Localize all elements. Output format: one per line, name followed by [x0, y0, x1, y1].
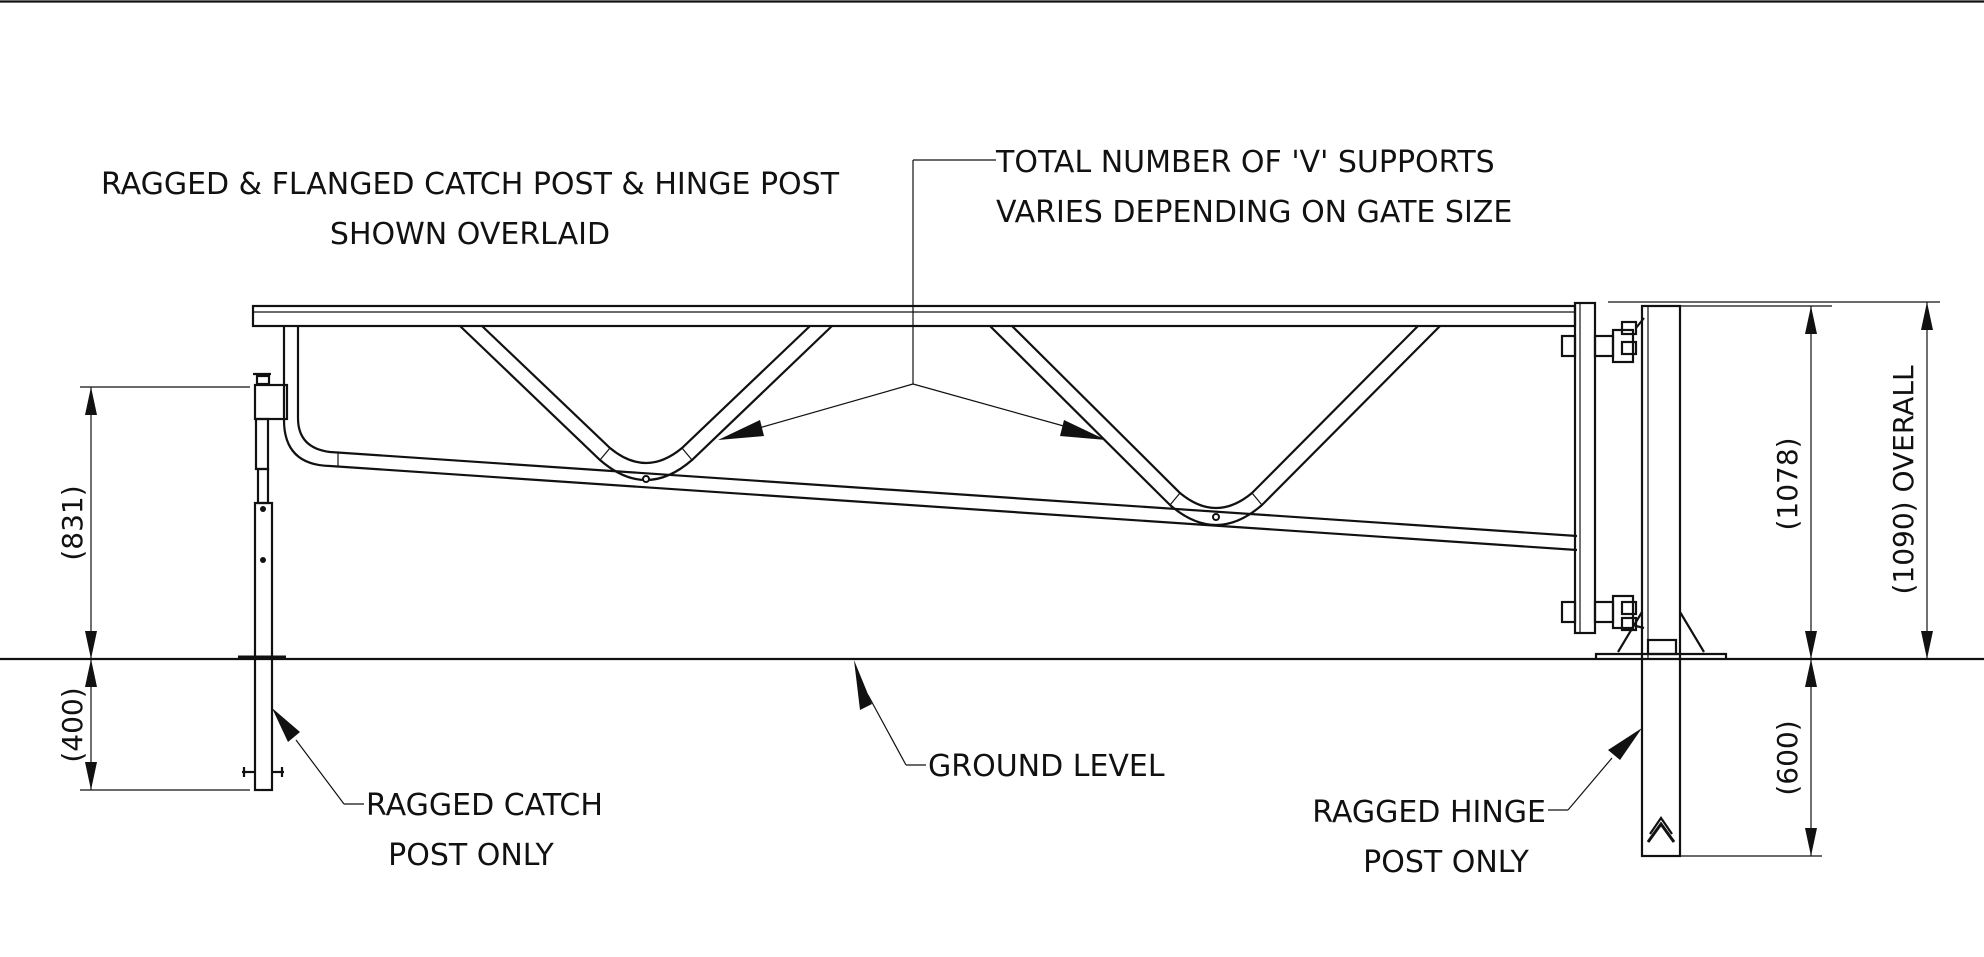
dimension-400-label: (400) — [56, 687, 89, 762]
v-supports-note-line1: TOTAL NUMBER OF 'V' SUPPORTS — [995, 145, 1495, 180]
hinge-post-note-line1: RAGGED HINGE — [1312, 795, 1546, 830]
v-support-2 — [989, 325, 1441, 526]
ground-level-leader — [854, 660, 926, 766]
gate-bottom-rail — [282, 326, 1578, 552]
gate-hinge-stile — [1573, 301, 1597, 635]
catch-post-leader — [272, 708, 364, 805]
catch-post — [238, 372, 289, 792]
dimension-catch-depth: (400) — [56, 659, 250, 791]
dimension-hinge-depth: (600) — [1680, 659, 1822, 857]
dimension-1090-overall-label: (1090) OVERALL — [1887, 365, 1920, 594]
catch-post-note-line1: RAGGED CATCH — [366, 788, 603, 823]
v-supports-leader — [718, 159, 1106, 440]
ground-level-label: GROUND LEVEL — [928, 749, 1165, 784]
overlay-note-line1: RAGGED & FLANGED CATCH POST & HINGE POST — [101, 167, 840, 202]
hinge-post — [1594, 304, 1728, 858]
v-supports-note-line2: VARIES DEPENDING ON GATE SIZE — [996, 195, 1512, 230]
dimension-overall-height: (1090) OVERALL — [1608, 301, 1940, 659]
v-support-1 — [459, 325, 833, 483]
hinge-post-note-line2: POST ONLY — [1363, 845, 1529, 880]
dimension-600-label: (600) — [1771, 720, 1804, 795]
dimension-1078-label: (1078) — [1771, 437, 1804, 530]
catch-post-note-line2: POST ONLY — [388, 838, 554, 873]
dimension-hinge-height: (1078) — [1680, 305, 1832, 659]
overlay-note-line2: SHOWN OVERLAID — [330, 217, 610, 252]
dimension-catch-height: (831) — [56, 386, 250, 659]
dimension-831-label: (831) — [56, 485, 89, 560]
gate-top-rail — [251, 304, 1577, 328]
lower-hinge-bracket — [1560, 594, 1645, 632]
hinge-post-leader — [1548, 728, 1642, 811]
